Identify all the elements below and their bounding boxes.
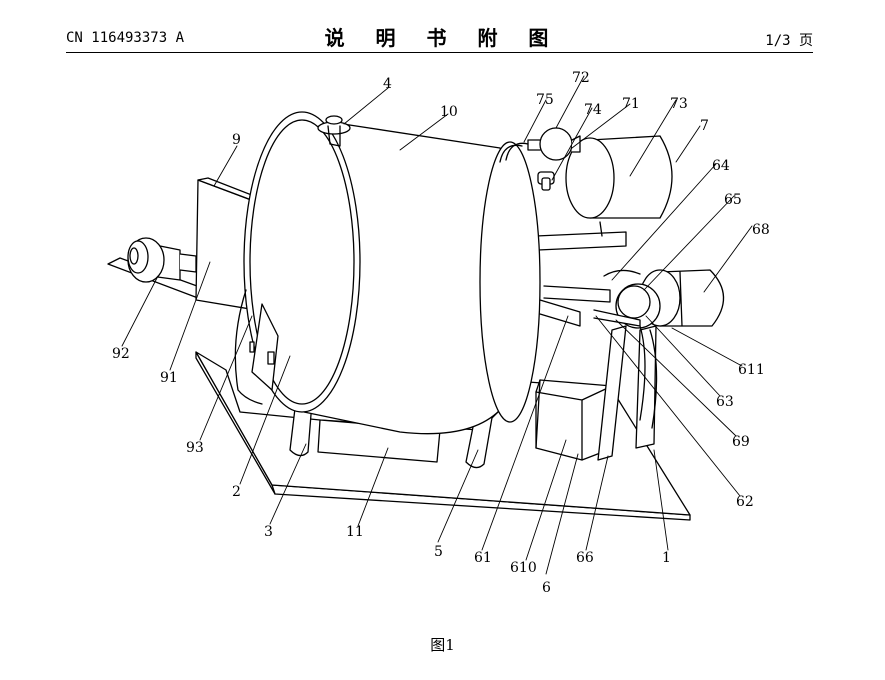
page-header: CN 116493373 A 说 明 书 附 图 1/3 页 <box>0 0 885 60</box>
ref-label: 73 <box>670 96 688 112</box>
ref-label: 4 <box>383 76 392 92</box>
ref-label: 9 <box>232 132 241 148</box>
ref-label: 63 <box>716 394 734 410</box>
ref-label: 75 <box>536 92 554 108</box>
header-rule <box>66 52 813 53</box>
page-title: 说 明 书 附 图 <box>324 26 561 50</box>
ref-label: 7 <box>700 118 709 134</box>
page-indicator: 1/3 页 <box>765 33 813 49</box>
ref-label: 61 <box>474 550 492 566</box>
ref-label: 91 <box>160 370 178 386</box>
agitator-motor-68 <box>539 269 725 429</box>
ref-label: 10 <box>440 104 458 120</box>
inlet-pipe <box>317 115 351 147</box>
ref-label: 11 <box>346 524 364 540</box>
ref-label: 92 <box>112 346 130 362</box>
motor-92 <box>107 237 209 299</box>
reference-numerals: 4 10 9 92 91 93 2 3 11 5 61 610 6 66 1 6… <box>112 70 770 596</box>
ref-label: 610 <box>510 560 537 576</box>
ref-label: 6 <box>542 580 551 596</box>
pump-assembly-7 <box>499 127 673 219</box>
ref-label: 66 <box>576 550 594 566</box>
ref-label: 69 <box>732 434 750 450</box>
ref-label: 5 <box>434 544 443 560</box>
figure-caption: 图1 <box>430 636 455 654</box>
ref-label: 611 <box>738 362 765 378</box>
ref-label: 64 <box>712 158 730 174</box>
ref-label: 93 <box>186 440 204 456</box>
ref-label: 71 <box>622 96 640 112</box>
ref-label: 74 <box>584 102 602 118</box>
drum-body <box>234 111 541 435</box>
ref-label: 1 <box>662 550 671 566</box>
ref-label: 72 <box>572 70 590 86</box>
publication-number: CN 116493373 A <box>66 30 185 46</box>
ref-label: 68 <box>752 222 770 238</box>
leader-lines <box>121 75 753 575</box>
control-box <box>535 379 613 461</box>
ref-label: 65 <box>724 192 742 208</box>
ref-label: 3 <box>264 524 273 540</box>
ref-label: 62 <box>736 494 754 510</box>
support-legs <box>289 399 495 469</box>
ref-label: 2 <box>232 484 241 500</box>
